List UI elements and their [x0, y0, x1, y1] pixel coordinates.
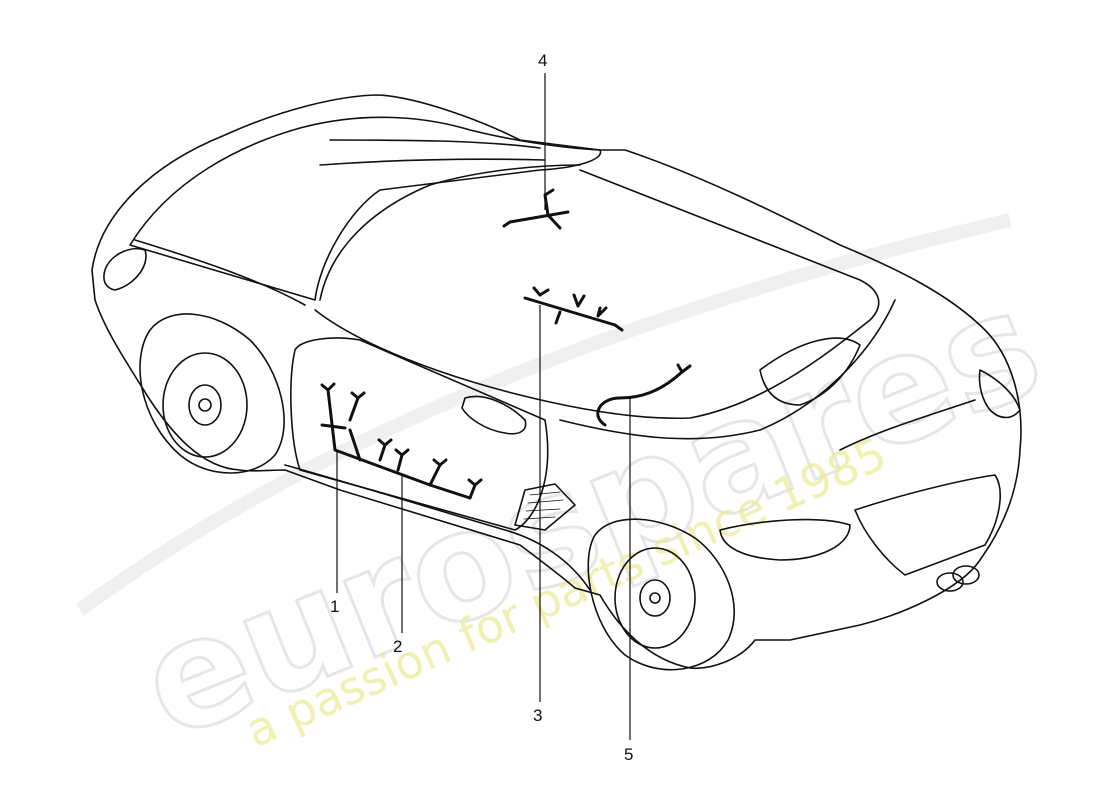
- car-right-light: [978, 369, 1021, 419]
- harness-4: [502, 188, 570, 230]
- car-rear-wheel: [139, 313, 285, 474]
- callout-label-2: 2: [393, 637, 402, 656]
- car-body-outline: [91, 94, 1022, 670]
- harness-door: [320, 382, 483, 500]
- car-tail-light-left: [103, 248, 147, 291]
- wiring-harnesses: [320, 188, 692, 500]
- car-roof-inner: [319, 164, 581, 301]
- callout-label-5: 5: [624, 745, 633, 764]
- car-front-lip: [839, 399, 976, 451]
- watermark: eurospares a passion for parts since 198…: [75, 213, 1064, 775]
- car-headlight: [719, 518, 851, 561]
- callout-label-1: 1: [330, 597, 339, 616]
- car-front-bumper: [854, 474, 1001, 576]
- harness-3: [523, 286, 624, 332]
- car-side-intake: [514, 483, 576, 531]
- car-rear-spoiler: [319, 139, 546, 166]
- car-roof-top-edge: [134, 239, 306, 306]
- car-bonnet: [759, 337, 861, 406]
- car-front-wheel: [587, 518, 736, 671]
- car-illustration: [91, 94, 1022, 671]
- car-side-window: [314, 169, 880, 420]
- harness-5: [596, 363, 692, 427]
- car-sill: [284, 464, 591, 591]
- watermark-brand-text: eurospares: [118, 257, 1063, 774]
- callout-label-3: 3: [533, 706, 542, 725]
- watermark-swoosh: [75, 213, 1012, 616]
- car-door-handle: [461, 395, 527, 435]
- car-door: [290, 337, 549, 531]
- callout-label-4: 4: [538, 51, 547, 70]
- car-roof: [129, 116, 602, 301]
- car-exhaust: [936, 565, 980, 592]
- leader-lines: [336, 73, 631, 740]
